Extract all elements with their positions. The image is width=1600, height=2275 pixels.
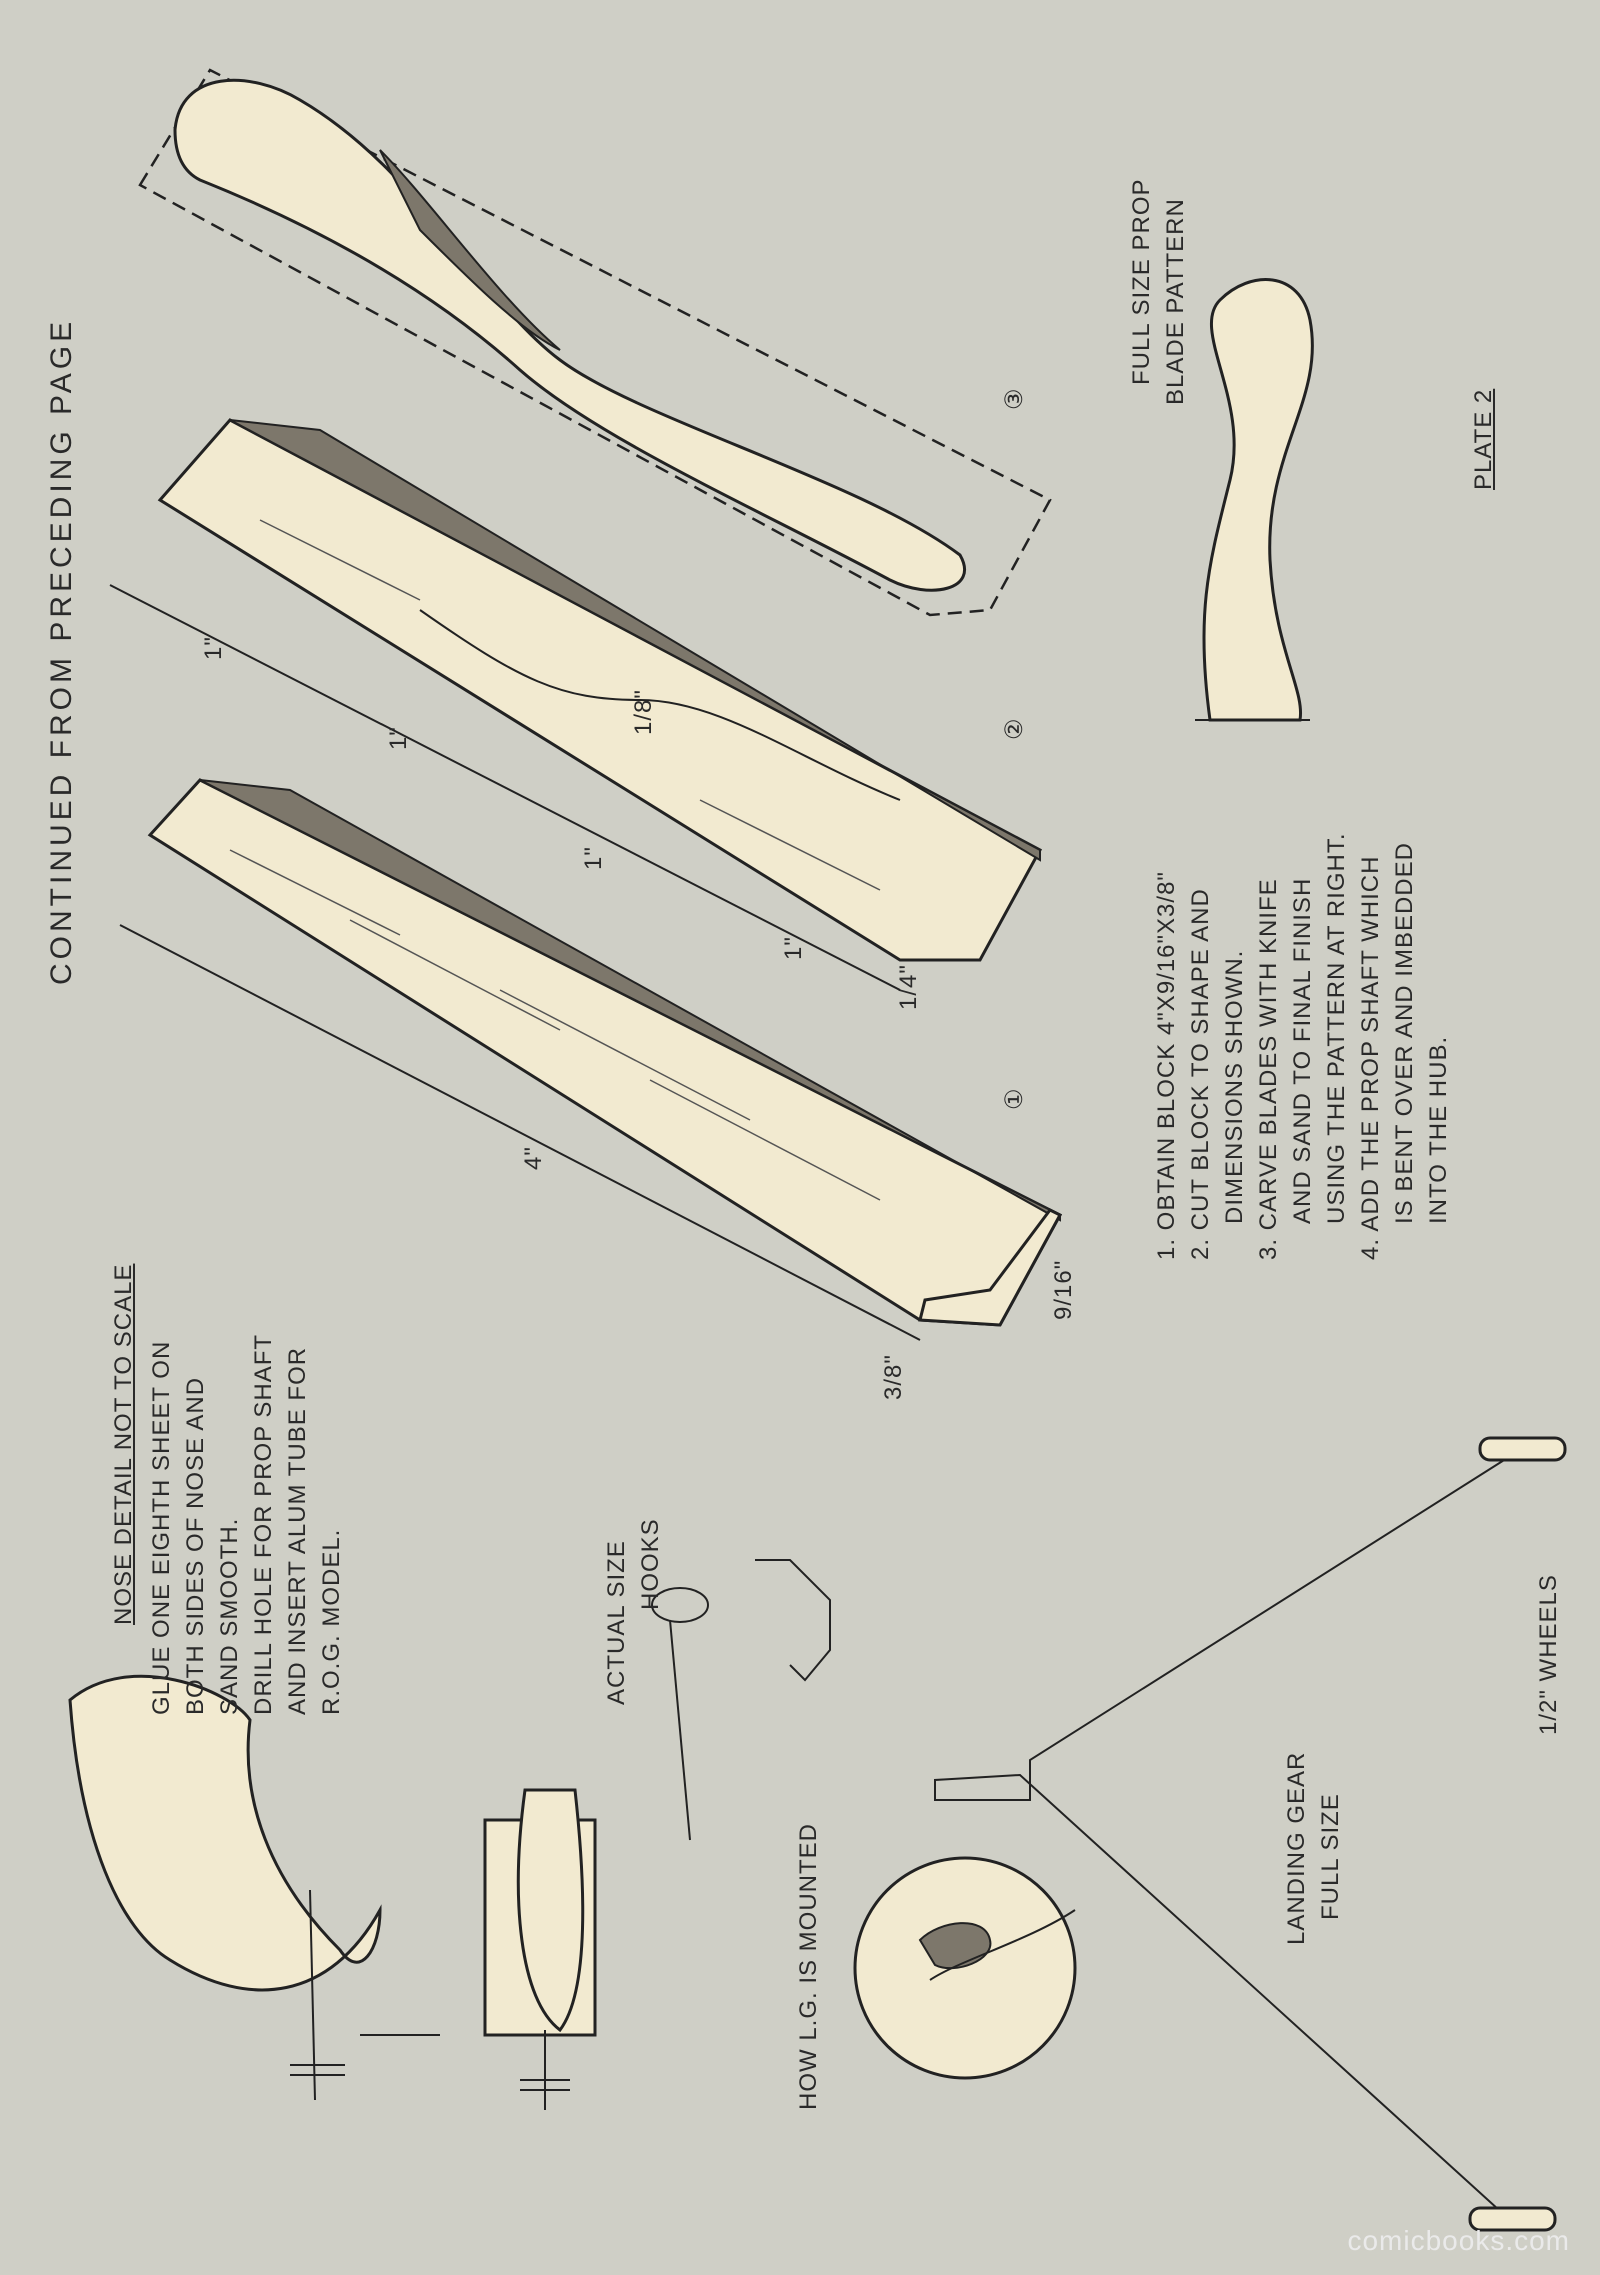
step-2-marker: ② [1001, 717, 1028, 740]
dimension-depth: 3/8" [880, 1354, 907, 1400]
prop-blade-pattern [1202, 278, 1314, 722]
prop-block-step-2 [109, 418, 1043, 991]
dimension-width: 9/16" [1050, 1259, 1077, 1320]
step-1-marker: ① [1001, 1087, 1028, 1110]
instruction-line: 3. CARVE BLADES WITH KNIFE [1255, 878, 1282, 1260]
instruction-line: AND SAND TO FINAL FINISH [1289, 877, 1316, 1224]
hooks-label-line: HOOKS [637, 1518, 664, 1610]
dimension-segment: 1" [200, 636, 227, 660]
dimension-length: 4" [520, 1146, 547, 1170]
dimension-hub: 1/8" [630, 689, 657, 735]
hooks-drawing [651, 1559, 831, 1841]
nose-detail-notes: GLUE ONE EIGHTH SHEET ON BOTH SIDES OF N… [145, 1334, 349, 1715]
instruction-line: DIMENSIONS SHOWN. [1221, 949, 1248, 1224]
instruction-line: IS BENT OVER AND IMBEDDED [1391, 842, 1418, 1224]
prop-block-step-1 [119, 778, 1063, 1341]
instruction-line: USING THE PATTERN AT RIGHT. [1323, 832, 1350, 1225]
hooks-label-line: ACTUAL SIZE [603, 1540, 630, 1705]
landing-gear-drawing [934, 1436, 1567, 2232]
instruction-line: 2. CUT BLOCK TO SHAPE AND [1187, 888, 1214, 1260]
instruction-line: 4. ADD THE PROP SHAFT WHICH [1357, 855, 1384, 1260]
nose-detail-line: GLUE ONE EIGHTH SHEET ON [148, 1340, 175, 1715]
dimension-segment: 1" [780, 936, 807, 960]
nose-detail-line: AND INSERT ALUM TUBE FOR [284, 1346, 311, 1715]
continued-header: CONTINUED FROM PRECEDING PAGE [45, 317, 78, 985]
wheels-label: 1/2" WHEELS [1535, 1574, 1562, 1735]
nose-detail-line: SAND SMOOTH. [216, 1517, 243, 1715]
nose-detail-line: DRILL HOLE FOR PROP SHAFT [250, 1333, 277, 1715]
step-3-marker: ③ [1001, 387, 1028, 410]
instruction-line: INTO THE HUB. [1425, 1035, 1452, 1224]
prop-block-step-3 [138, 68, 1052, 617]
nose-detail-drawing [68, 1674, 597, 2110]
instructions: 1. OBTAIN BLOCK 4"X9/16"X3/8" 2. CUT BLO… [1150, 833, 1456, 1261]
dimension-segment: 1" [580, 846, 607, 870]
mount-label: HOW L.G. IS MOUNTED [795, 1822, 822, 2110]
blade-pattern-label-line: FULL SIZE PROP [1128, 178, 1155, 386]
dimension-segment: 1" [385, 726, 412, 750]
landing-gear-label: LANDING GEAR FULL SIZE [1280, 1752, 1348, 1945]
landing-gear-label-line: LANDING GEAR [1283, 1751, 1310, 1945]
landing-gear-label-line: FULL SIZE [1317, 1793, 1344, 1920]
blade-pattern-label: FULL SIZE PROP BLADE PATTERN [1125, 179, 1193, 406]
instruction-line: 1. OBTAIN BLOCK 4"X9/16"X3/8" [1153, 871, 1180, 1260]
nose-detail-line: R.O.G. MODEL. [318, 1528, 345, 1715]
plate-label: PLATE 2 [1470, 388, 1497, 490]
nose-detail-line: BOTH SIDES OF NOSE AND [182, 1376, 209, 1715]
hooks-label: ACTUAL SIZE HOOKS [600, 1518, 668, 1705]
blade-pattern-label-line: BLADE PATTERN [1162, 198, 1189, 405]
nose-detail-title: NOSE DETAIL NOT TO SCALE [110, 1263, 137, 1625]
dimension-end: 1/4" [895, 964, 922, 1010]
mount-detail-drawing [853, 1856, 1077, 2080]
watermark: comicbooks.com [1347, 2225, 1570, 2256]
